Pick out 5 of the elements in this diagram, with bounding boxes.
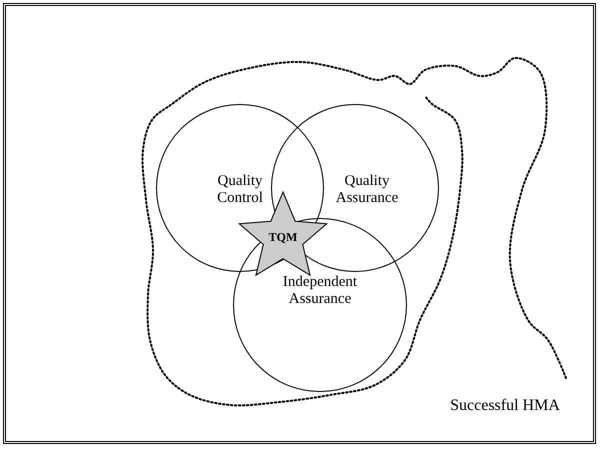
node-label: TQM [268, 231, 298, 245]
region-label: Successful HMA [449, 397, 561, 416]
node-label: Quality Control [216, 172, 264, 208]
node-label: Independent Assurance [282, 274, 358, 308]
node-label: Quality Assurance [334, 172, 400, 208]
